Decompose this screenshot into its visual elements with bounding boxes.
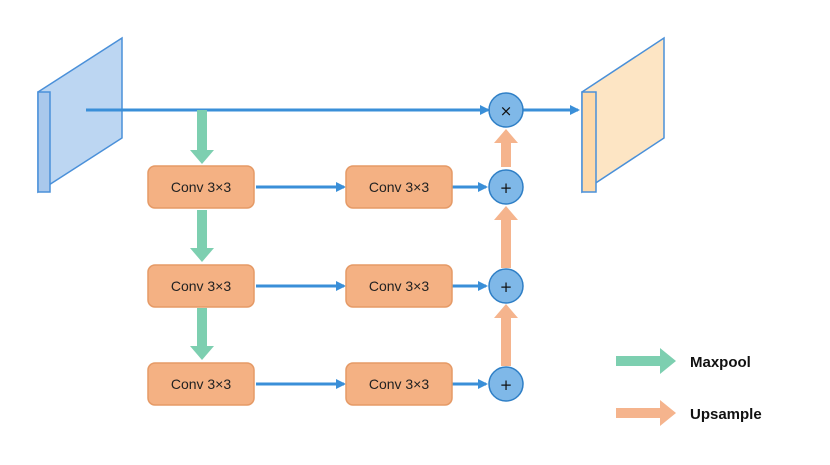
conv-block-left-1: Conv 3×3 [147, 165, 255, 209]
svg-text:+: + [500, 278, 513, 296]
upsample-arrow-3 [494, 304, 518, 366]
multiply-node: × [488, 92, 524, 128]
upsample-arrows [494, 129, 518, 366]
legend-upsample-label: Upsample [690, 406, 762, 423]
maxpool-arrows [190, 110, 214, 360]
add-node-3: + [488, 366, 524, 402]
maxpool-arrow-2 [190, 210, 214, 262]
svg-text:Conv 3×3: Conv 3×3 [171, 179, 232, 195]
legend-maxpool-label: Maxpool [690, 354, 751, 371]
legend: Maxpool Upsample [616, 348, 762, 426]
input-feature-map [37, 36, 123, 194]
conv-block-left-2: Conv 3×3 [147, 264, 255, 308]
svg-text:Conv 3×3: Conv 3×3 [369, 278, 430, 294]
legend-maxpool-arrow [616, 348, 676, 374]
upsample-arrow-1 [494, 129, 518, 167]
svg-text:+: + [500, 376, 513, 394]
svg-text:Conv 3×3: Conv 3×3 [171, 278, 232, 294]
add-node-2: + [488, 268, 524, 304]
svg-text:Conv 3×3: Conv 3×3 [171, 376, 232, 392]
svg-text:Conv 3×3: Conv 3×3 [369, 376, 430, 392]
conv-block-right-2: Conv 3×3 [345, 264, 453, 308]
maxpool-arrow-1 [190, 110, 214, 164]
add-node-1: + [488, 169, 524, 205]
maxpool-arrow-3 [190, 308, 214, 360]
conv-block-right-3: Conv 3×3 [345, 362, 453, 406]
legend-upsample-arrow [616, 400, 676, 426]
conv-connection-arrows [256, 182, 488, 389]
conv-block-left-3: Conv 3×3 [147, 362, 255, 406]
svg-text:×: × [500, 102, 513, 120]
conv-block-right-1: Conv 3×3 [345, 165, 453, 209]
svg-text:+: + [500, 179, 513, 197]
output-feature-map [581, 36, 665, 194]
svg-text:Conv 3×3: Conv 3×3 [369, 179, 430, 195]
upsample-arrow-2 [494, 206, 518, 268]
